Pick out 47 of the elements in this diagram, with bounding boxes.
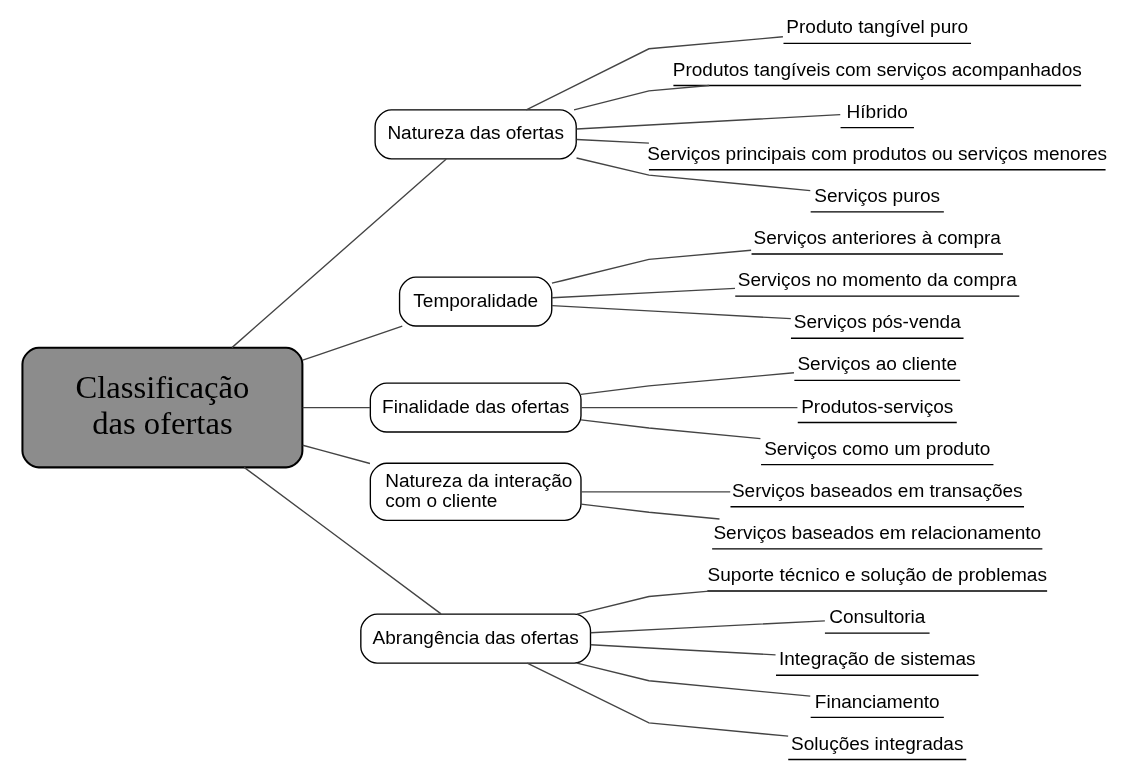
node-text: Integração de sistemas (778, 648, 976, 670)
node-box: Finalidade das ofertas (369, 382, 582, 433)
connector (580, 406, 799, 409)
connector (525, 36, 784, 111)
connector (302, 325, 403, 361)
connector (580, 419, 762, 440)
node-text: Produto tangível puro (786, 16, 969, 38)
node-text: Suporte técnico e solução de problemas (707, 564, 1047, 586)
connector (302, 406, 371, 409)
connector (575, 157, 811, 192)
connector (243, 466, 442, 615)
node-text: Híbrido (846, 100, 908, 122)
connector (590, 620, 826, 634)
connector (576, 590, 710, 615)
connector (551, 304, 792, 320)
node-text: Produtos-serviços (801, 395, 954, 417)
node-text: Soluções integradas (791, 732, 964, 754)
connector (576, 662, 811, 697)
connector (526, 662, 789, 737)
connector (551, 287, 736, 299)
node-text: Consultoria (829, 606, 926, 628)
connector (580, 491, 731, 493)
node-text: Serviços principais com produtos ou serviços menores (647, 142, 1108, 164)
connector (573, 84, 710, 111)
node-box: Classificação das ofertas (21, 346, 304, 469)
node-text: Financiamento (814, 690, 940, 712)
node-text: Serviços baseados em relacionamento (713, 521, 1042, 543)
connector (580, 372, 795, 396)
connector (302, 444, 371, 465)
node-text: Serviços puros (814, 184, 941, 206)
connector (580, 503, 721, 520)
node-box: Natureza das ofertas (374, 109, 577, 160)
connector (551, 249, 752, 284)
connector (231, 158, 447, 349)
node-box: Abrangência das ofertas (360, 613, 592, 664)
node-text: Serviços pós-venda (793, 311, 961, 333)
node-text: Serviços anteriores à compra (753, 227, 1001, 249)
node-text: Serviços no momento da compra (737, 269, 1017, 291)
node-box: Temporalidade (398, 276, 553, 327)
connector (575, 113, 841, 130)
node-text: Produtos tangíveis com serviços acompanhados (672, 58, 1082, 80)
connector (590, 644, 777, 656)
node-text: Serviços baseados em transações (731, 479, 1023, 501)
node-text: Serviços como um produto (764, 437, 991, 459)
connector (575, 138, 650, 144)
node-text: Serviços ao cliente (797, 353, 958, 375)
node-box: Natureza da interação com o cliente (369, 462, 582, 522)
